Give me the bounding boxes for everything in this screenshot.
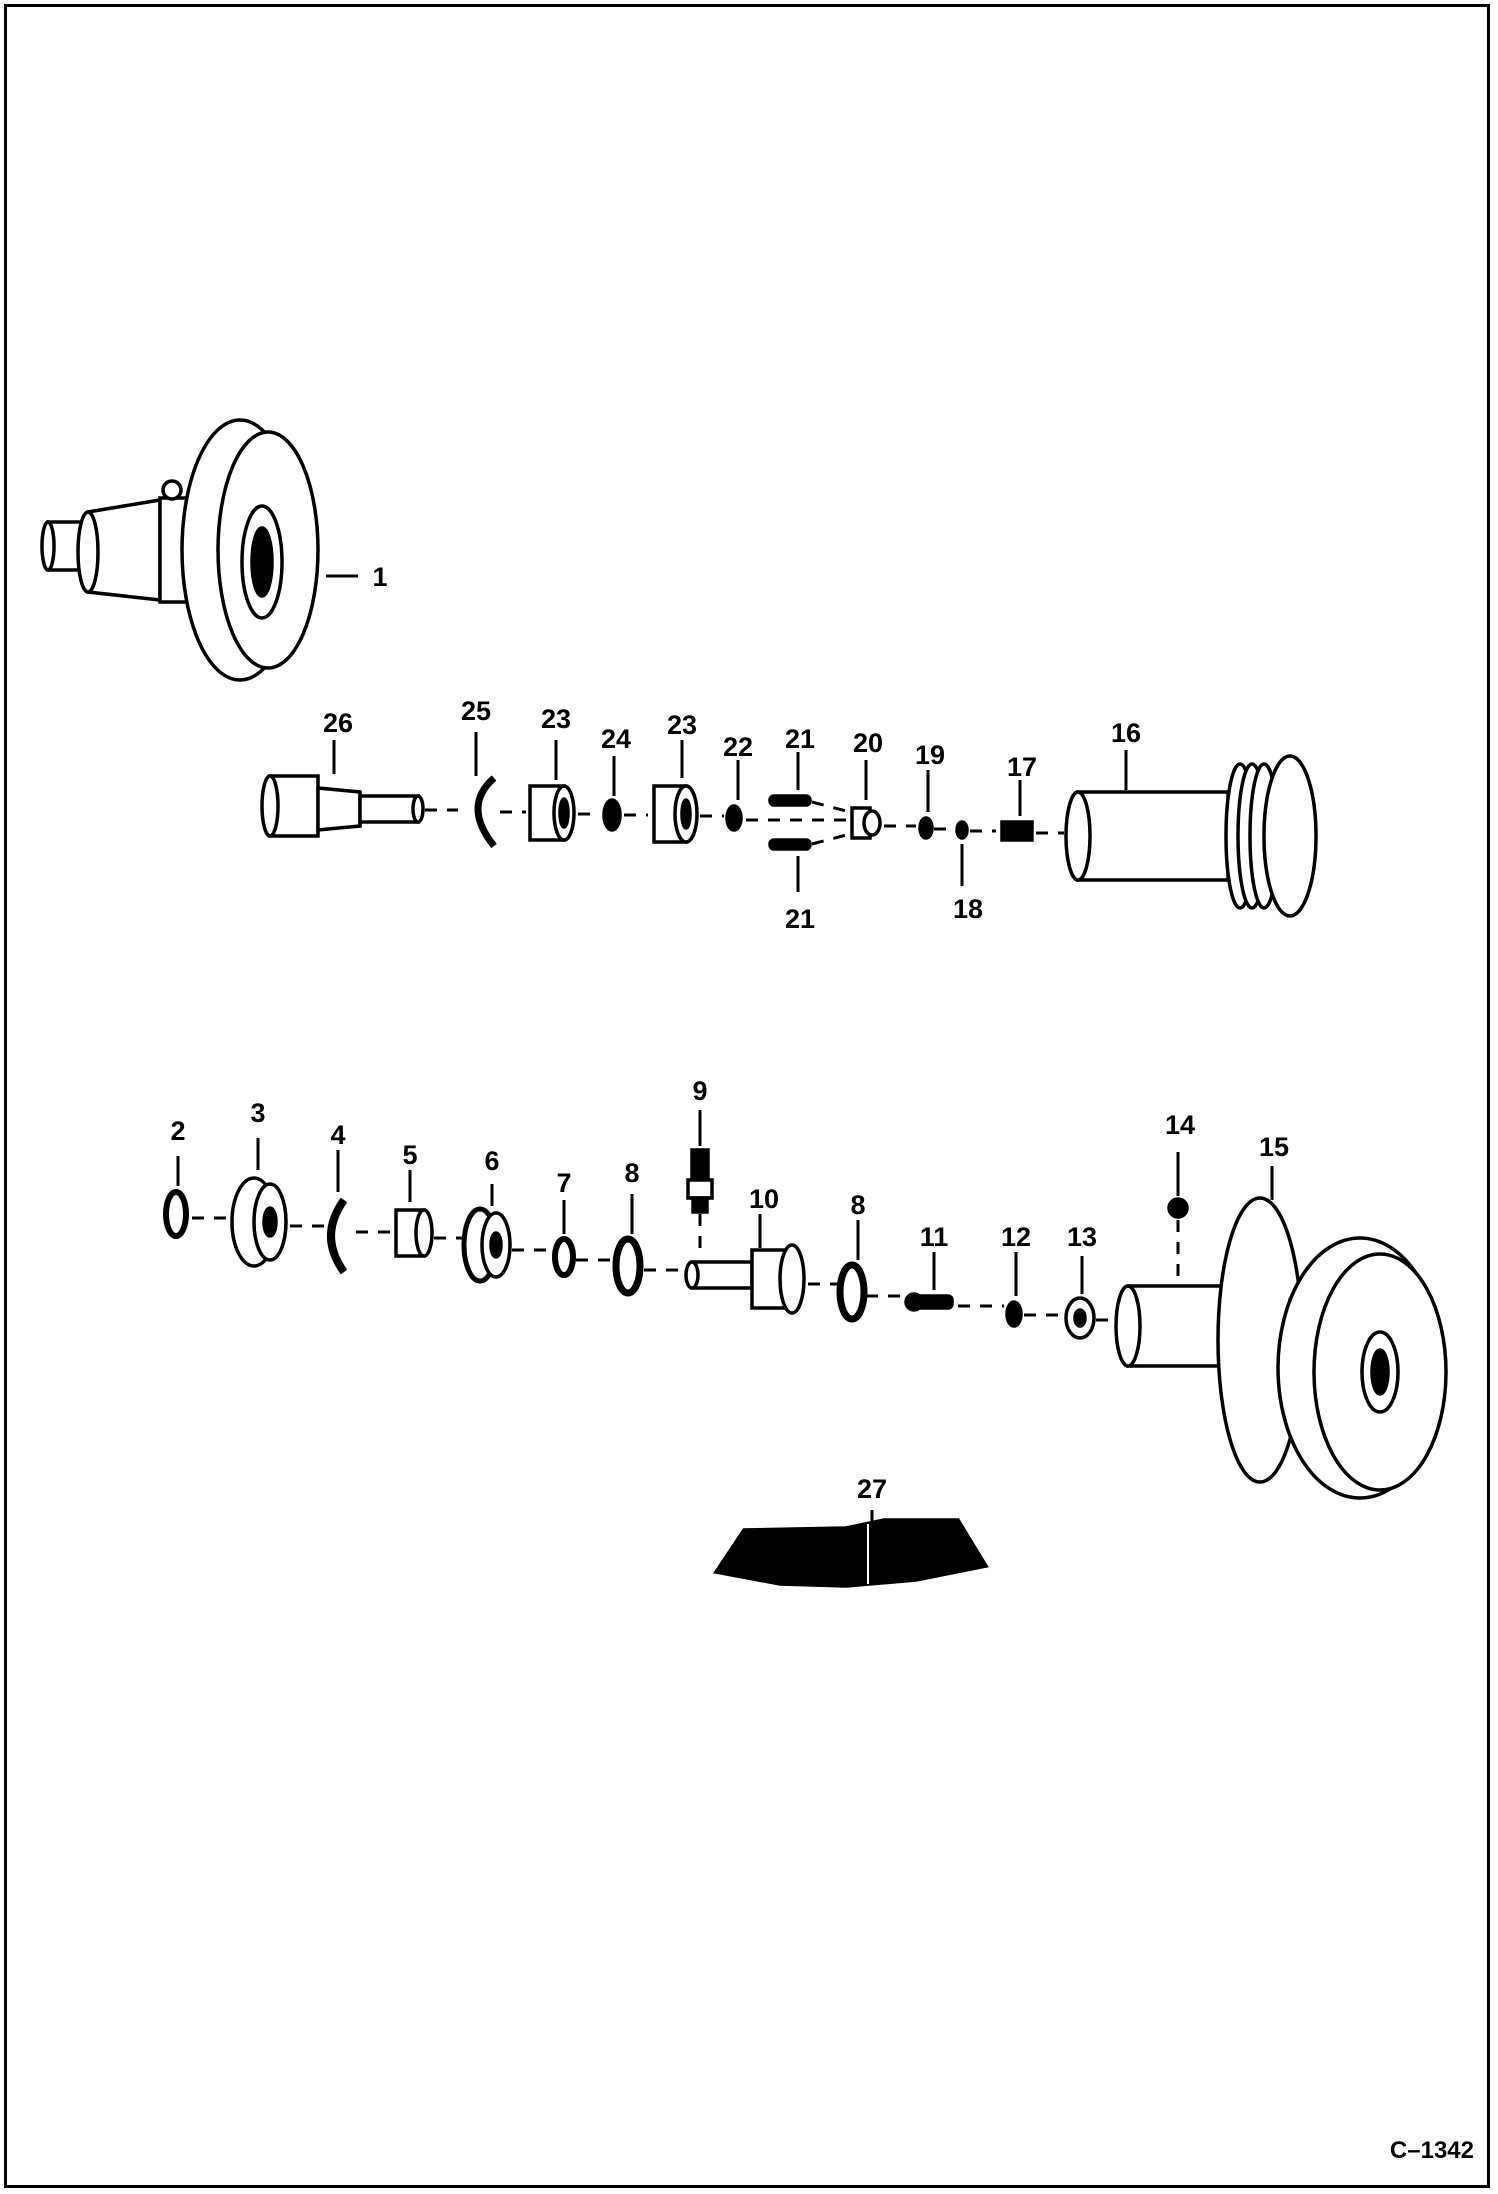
callout-16: 16 bbox=[1111, 718, 1141, 748]
leader-lines bbox=[176, 574, 1274, 1542]
callout-8-right: 8 bbox=[850, 1190, 865, 1220]
callout-labels: 1 2 3 4 5 6 7 8 8 9 10 11 12 13 14 15 16… bbox=[170, 562, 1289, 1504]
callout-26: 26 bbox=[323, 708, 353, 738]
callout-20: 20 bbox=[853, 728, 883, 758]
callout-25: 25 bbox=[461, 696, 491, 726]
part-1-pulley-shaft bbox=[40, 418, 320, 682]
callout-23-left: 23 bbox=[541, 704, 571, 734]
callout-22: 22 bbox=[723, 732, 753, 762]
callout-10: 10 bbox=[749, 1184, 779, 1214]
callout-11: 11 bbox=[920, 1222, 949, 1252]
callout-21-bottom: 21 bbox=[785, 904, 815, 934]
callout-6: 6 bbox=[484, 1146, 499, 1176]
callout-5: 5 bbox=[402, 1140, 417, 1170]
diagram-frame bbox=[4, 4, 1490, 2188]
callout-24: 24 bbox=[601, 724, 631, 754]
callout-17: 17 bbox=[1007, 752, 1037, 782]
callout-7: 7 bbox=[556, 1168, 571, 1198]
figure-reference-code: C–1342 bbox=[1390, 2137, 1474, 2164]
callout-19: 19 bbox=[915, 740, 945, 770]
callout-14: 14 bbox=[1165, 1110, 1195, 1140]
callout-13: 13 bbox=[1067, 1222, 1097, 1252]
callout-15: 15 bbox=[1259, 1132, 1289, 1162]
callout-2: 2 bbox=[170, 1116, 185, 1146]
top-row-parts bbox=[260, 754, 1318, 918]
callout-23-right: 23 bbox=[667, 710, 697, 740]
callout-12: 12 bbox=[1001, 1222, 1031, 1252]
callout-27: 27 bbox=[857, 1474, 887, 1504]
callout-9: 9 bbox=[692, 1076, 707, 1106]
callout-8-left: 8 bbox=[624, 1158, 639, 1188]
callout-4: 4 bbox=[330, 1120, 345, 1150]
part-27-belt bbox=[713, 1518, 989, 1588]
callout-1: 1 bbox=[372, 562, 387, 592]
callout-3: 3 bbox=[250, 1098, 265, 1128]
callout-21-top: 21 bbox=[785, 724, 815, 754]
callout-18: 18 bbox=[953, 894, 983, 924]
middle-row-parts bbox=[163, 1148, 1448, 1500]
